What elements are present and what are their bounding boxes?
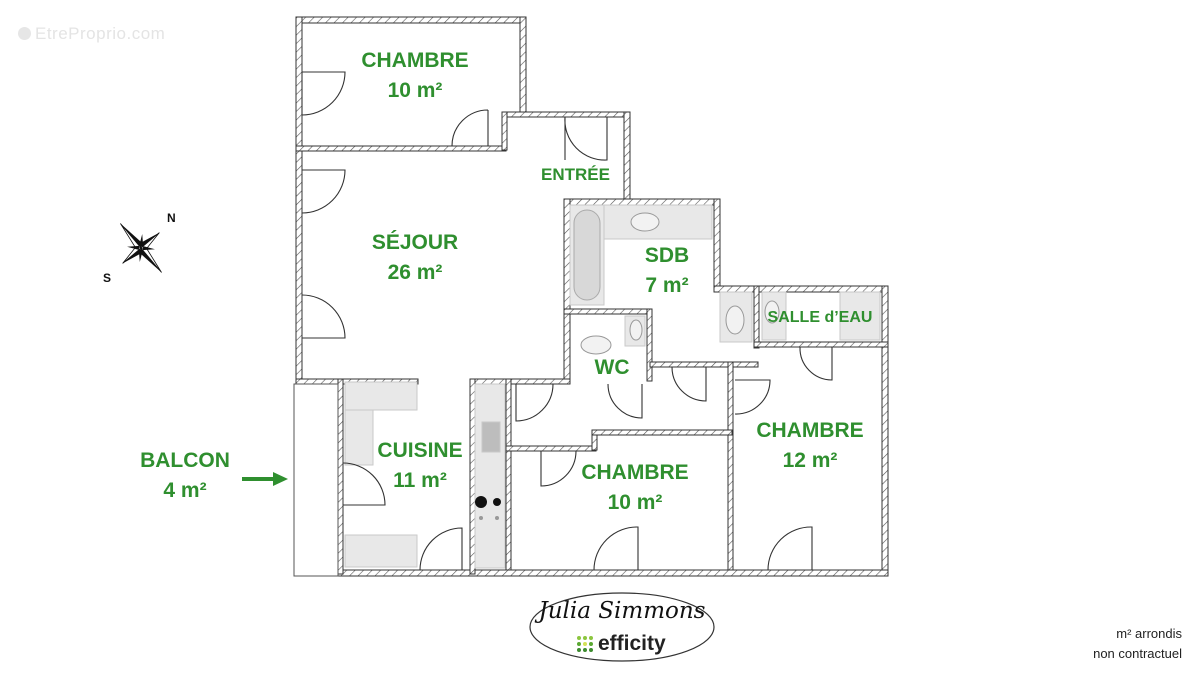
- room-chambre-mid: CHAMBRE 10 m²: [581, 461, 689, 515]
- compass-rose-icon: [120, 223, 162, 273]
- room-chambre-top: CHAMBRE 10 m²: [361, 49, 469, 103]
- brand-name: efficity: [598, 632, 666, 655]
- signature: Julia Simmons: [538, 598, 706, 624]
- compass-north-label: N: [167, 211, 176, 225]
- room-cuisine: CUISINE 11 m²: [377, 439, 463, 493]
- room-entree: ENTRÉE: [541, 165, 610, 184]
- watermark: EtreProprio.com: [18, 24, 165, 44]
- room-balcon: BALCON 4 m²: [140, 449, 230, 503]
- room-wc: WC: [594, 356, 630, 379]
- arrow-right-icon: [242, 472, 288, 486]
- room-sejour: SÉJOUR 26 m²: [371, 231, 459, 285]
- compass-south-label: S: [103, 271, 112, 285]
- footnote: m² arrondis non contractuel: [1093, 626, 1182, 662]
- copyright-icon: [18, 27, 31, 40]
- efficity-dots-icon: [577, 636, 593, 652]
- room-sdb: SDB 7 m²: [644, 244, 690, 298]
- agent-logo: Julia Simmons efficity: [530, 592, 714, 662]
- room-salle-eau: SALLE d’EAU: [767, 309, 873, 326]
- room-chambre-right: CHAMBRE 12 m²: [756, 419, 864, 473]
